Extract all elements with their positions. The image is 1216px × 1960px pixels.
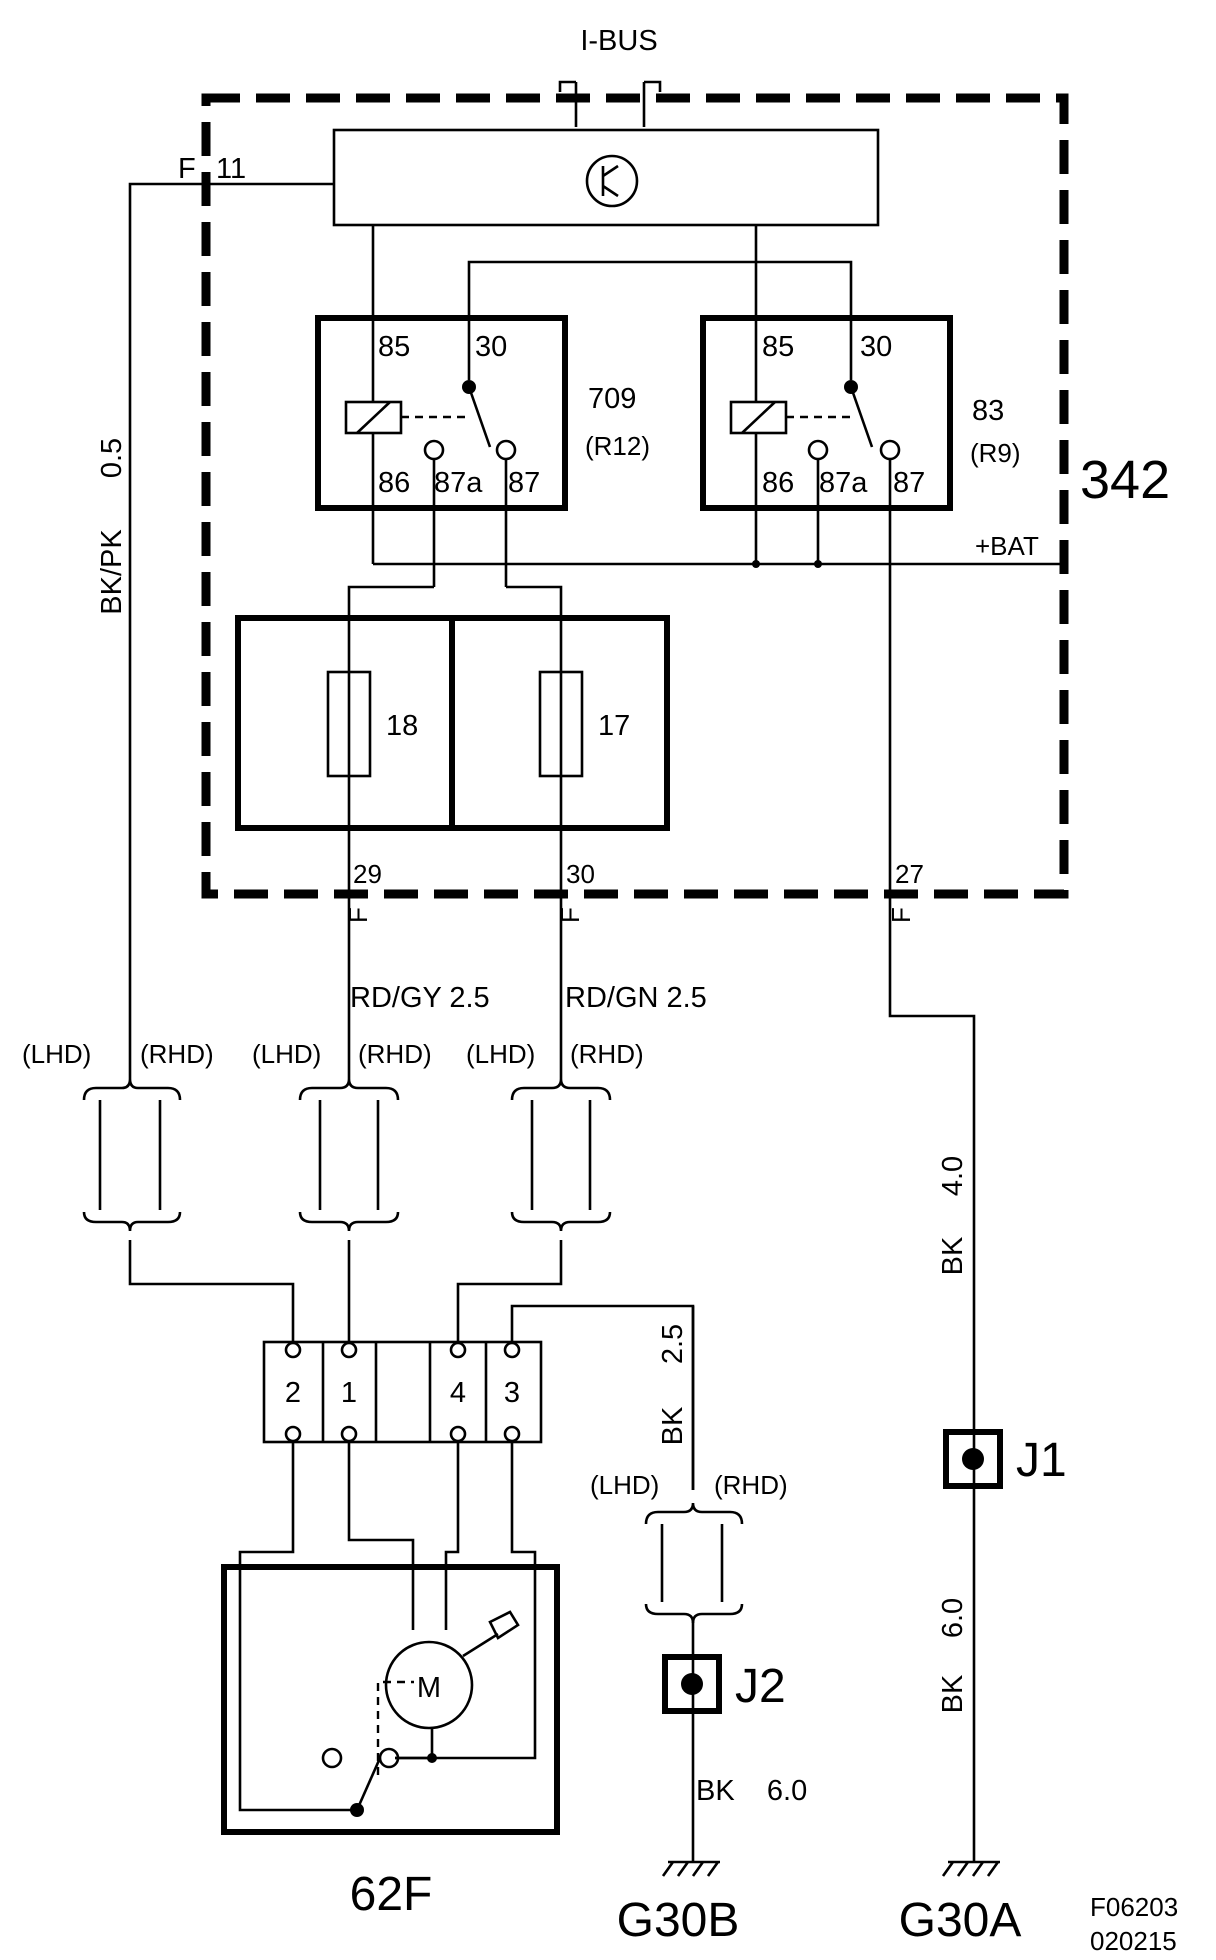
output-27-number: 27 [895, 859, 924, 889]
wire-30-label: RD/GN 2.5 [565, 982, 707, 1014]
junction-j2-dot [681, 1673, 703, 1695]
relay-709-label: 709 [588, 383, 636, 415]
feed-wire-color: BK/PK [96, 529, 128, 615]
relay-709-pin-87a: 87a [434, 467, 483, 499]
relay-83-pin-87: 87 [893, 467, 925, 499]
bat-junction-dot [752, 560, 760, 568]
g30a-lower-color: BK [937, 1674, 969, 1713]
relay-709: 85 30 86 87a 87 [315, 315, 568, 587]
wire-relay2-87-to-f27 [888, 459, 976, 1425]
connector-pin-2: 2 [285, 1377, 301, 1409]
harness-group-3: (LHD) (RHD) [466, 1005, 644, 1232]
harness-group-4: (LHD) (RHD) [590, 1470, 788, 1624]
motor-symbol: M [417, 1672, 441, 1704]
connector-pin-4: 4 [450, 1377, 466, 1409]
ground-g30a-label: G30A [899, 1894, 1022, 1947]
fuse-block: 18 17 [235, 615, 670, 831]
feed-wire-size: 0.5 [96, 438, 128, 478]
wire-relay1-87a-to-fuse18 [347, 585, 434, 1005]
relay-709-contact-87a [423, 439, 445, 461]
relay-709-pin-85: 85 [378, 331, 410, 363]
connector-pin-3: 3 [504, 1377, 520, 1409]
g30b-wire-size: 2.5 [657, 1324, 689, 1364]
module-342-label: 342 [1080, 450, 1170, 510]
output-29-number: 29 [353, 859, 382, 889]
harness-1-rhd: (RHD) [140, 1039, 214, 1069]
bat-label: +BAT [975, 531, 1039, 561]
g30b-wire-color: BK [657, 1406, 689, 1445]
relay-83-pin-85: 85 [762, 331, 794, 363]
relay-83-contact-87 [879, 439, 901, 461]
wire-to-conn-pin-4 [456, 1240, 563, 1342]
ground-g30a-icon [941, 1860, 1000, 1877]
connector-pin-1: 1 [341, 1377, 357, 1409]
ground-g30b-icon [661, 1860, 720, 1877]
harness-1-lhd: (LHD) [22, 1039, 91, 1069]
harness-3-rhd: (RHD) [570, 1039, 644, 1069]
g30a-upper-color: BK [937, 1236, 969, 1275]
fuse-18-label: 18 [386, 710, 418, 742]
output-30-pin: F [555, 907, 585, 923]
harness-group-1: (LHD) (RHD) [22, 1005, 214, 1232]
relay-83-label: 83 [972, 395, 1004, 427]
ibus-connector [558, 80, 662, 127]
figure-code: F06203 [1090, 1892, 1178, 1922]
junction-j2-box [662, 1654, 722, 1714]
transistor-icon [585, 154, 639, 208]
relay-83-pin-86: 86 [762, 467, 794, 499]
relay-709-pin-87: 87 [508, 467, 540, 499]
junction-j2-label: J2 [735, 1660, 786, 1713]
ground-g30b-label: G30B [617, 1894, 740, 1947]
harness-group-2: (LHD) (RHD) [252, 1005, 432, 1232]
harness-2-rhd: (RHD) [358, 1039, 432, 1069]
g30a-upper-size: 4.0 [937, 1156, 969, 1196]
wire-to-conn-pin-2 [128, 1240, 295, 1342]
output-30-number: 30 [566, 859, 595, 889]
wiper-motor-62f: M [221, 1442, 560, 1835]
relay-709-contact-87 [495, 439, 517, 461]
harness-4-rhd: (RHD) [714, 1470, 788, 1500]
bat-junction-dot [814, 560, 822, 568]
feed-wire [128, 182, 334, 1005]
relay-709-pin-30: 30 [475, 331, 507, 363]
module-342-border [201, 93, 1069, 899]
motor-label: 62F [350, 1868, 433, 1921]
g30a-lower-size: 6.0 [937, 1598, 969, 1638]
wire-29-label: RD/GY 2.5 [350, 982, 490, 1014]
fuse-17-label: 17 [598, 710, 630, 742]
junction-j1-label: J1 [1016, 1434, 1067, 1487]
figure-date: 020215 [1090, 1926, 1177, 1956]
g30b-lower-wire-label: BK 6.0 [696, 1775, 807, 1807]
connector: 2 1 4 3 [262, 1340, 543, 1444]
relay-83-contact-87a [807, 439, 829, 461]
junction-j1-box [943, 1429, 1003, 1489]
relay-83: 85 30 86 87a 87 [700, 315, 953, 564]
harness-4-lhd: (LHD) [590, 1470, 659, 1500]
wire-relay1-87-to-fuse17 [506, 585, 563, 1005]
relay-83-pin-87a: 87a [819, 467, 868, 499]
ibus-label: I-BUS [580, 25, 657, 57]
motor-icon [384, 1640, 474, 1730]
output-27-pin: F [886, 907, 916, 923]
relay-83-sublabel: (R9) [970, 438, 1021, 468]
harness-3-lhd: (LHD) [466, 1039, 535, 1069]
feed-pin-number: 11 [216, 153, 246, 185]
junction-j1-dot [962, 1448, 984, 1470]
relay-709-sublabel: (R12) [585, 431, 650, 461]
relay-709-pin-86: 86 [378, 467, 410, 499]
feed-pin-label: F [178, 153, 196, 185]
output-29-pin: F [343, 907, 373, 923]
harness-2-lhd: (LHD) [252, 1039, 321, 1069]
control-unit [332, 128, 880, 227]
relay-83-pin-30: 30 [860, 331, 892, 363]
